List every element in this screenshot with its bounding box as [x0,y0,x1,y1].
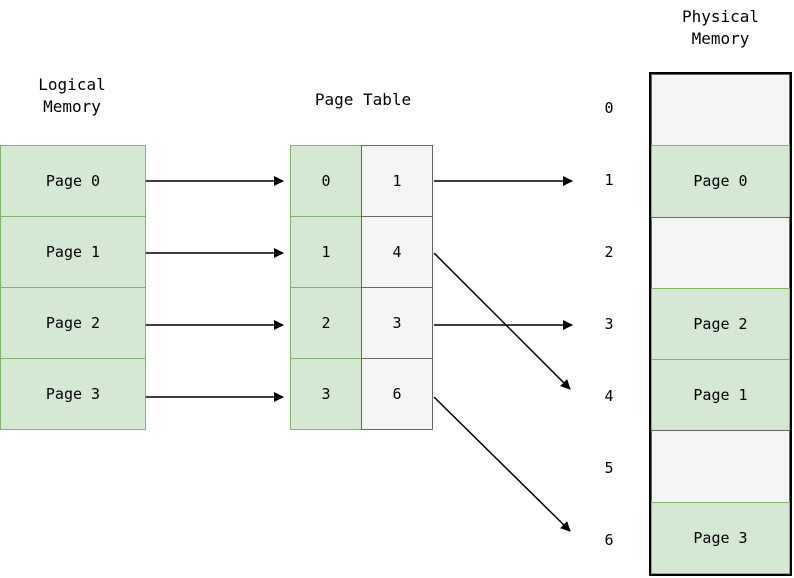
frame-number-3: 3 [604,315,614,333]
page-table-row2-frame: 3 [361,287,433,359]
logical-page-3: Page 3 [0,358,146,430]
frame-number-0: 0 [604,99,614,117]
logical-page-1: Page 1 [0,216,146,288]
frame-number-2: 2 [604,243,614,261]
page-table-row2-page: 2 [290,287,362,359]
logical-memory-title-line2: Memory [43,97,101,116]
frame-number-4: 4 [604,387,614,405]
page-table-row1-page: 1 [290,216,362,288]
physical-frame-5 [651,430,790,503]
page-table: 0 1 2 3 1 4 3 6 [290,145,433,430]
arrow-tablerow3-to-frame6 [433,396,571,532]
physical-frame-3: Page 2 [651,287,790,361]
physical-memory-column: Page 0 Page 2 Page 1 Page 3 [649,72,792,576]
physical-frame-1: Page 0 [651,145,790,218]
page-table-frame-column: 1 4 3 6 [361,145,433,430]
page-table-row3-page: 3 [290,358,362,430]
frame-number-1: 1 [604,171,614,189]
logical-memory-title: Logical Memory [2,74,142,118]
page-table-row3-frame: 6 [361,358,433,430]
page-table-row1-frame: 4 [361,216,433,288]
physical-frame-2 [651,216,790,289]
arrow-tablerow1-to-frame4 [433,252,571,390]
logical-memory-title-line1: Logical [38,75,106,94]
frame-number-5: 5 [604,459,614,477]
physical-memory-title-line2: Memory [691,29,750,48]
page-table-row0-frame: 1 [361,145,433,217]
logical-memory-column: Page 0 Page 1 Page 2 Page 3 [0,145,146,430]
physical-frame-6: Page 3 [651,501,790,574]
page-table-row0-page: 0 [290,145,362,217]
physical-memory-title: Physical Memory [649,6,792,50]
frame-number-6: 6 [604,531,614,549]
logical-page-2: Page 2 [0,287,146,359]
physical-frame-0 [651,74,790,147]
physical-frame-4: Page 1 [651,359,790,432]
physical-memory-title-line1: Physical [681,7,760,26]
page-table-title: Page Table [314,90,412,109]
logical-page-0: Page 0 [0,145,146,217]
page-table-index-column: 0 1 2 3 [290,145,362,430]
